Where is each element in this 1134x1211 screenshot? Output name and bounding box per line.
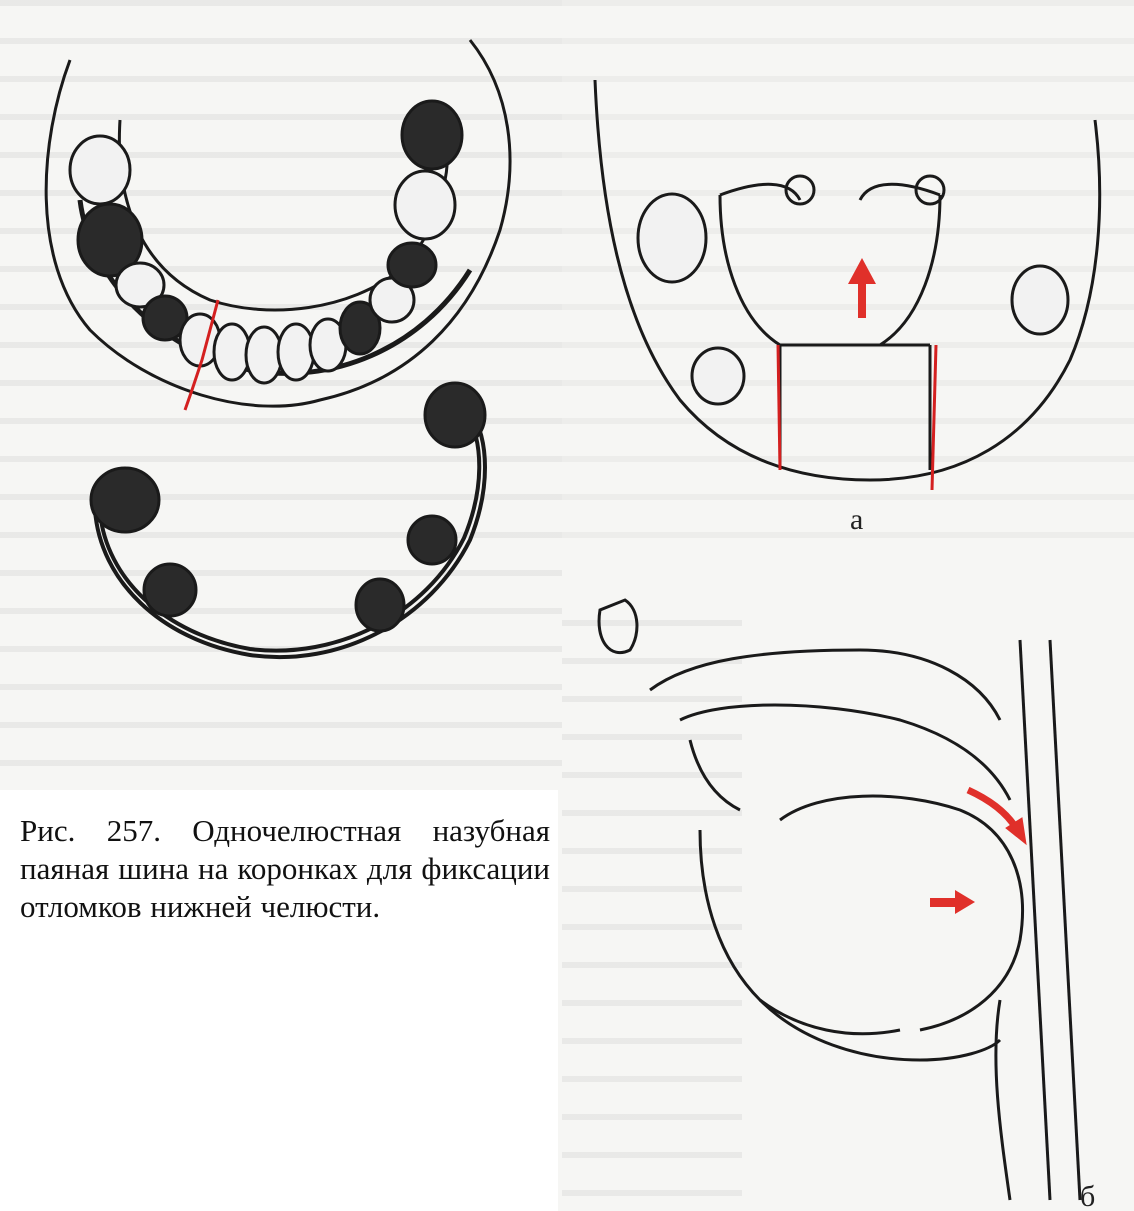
panel-b-arrow-right — [930, 890, 975, 914]
panel-a-arrow-up — [848, 258, 876, 318]
panel-a-teeth — [638, 194, 1068, 404]
panel-a-fracture-right — [932, 345, 936, 490]
panel-label-b: б — [1080, 1180, 1095, 1211]
figure-caption: Рис. 257. Одночелюстная назубная паяная … — [20, 812, 550, 926]
panel-a-fracture-left — [778, 345, 780, 470]
panel-label-a: а — [850, 503, 863, 537]
panel-b-illustration — [599, 600, 1080, 1200]
splint-crowns — [91, 383, 485, 631]
